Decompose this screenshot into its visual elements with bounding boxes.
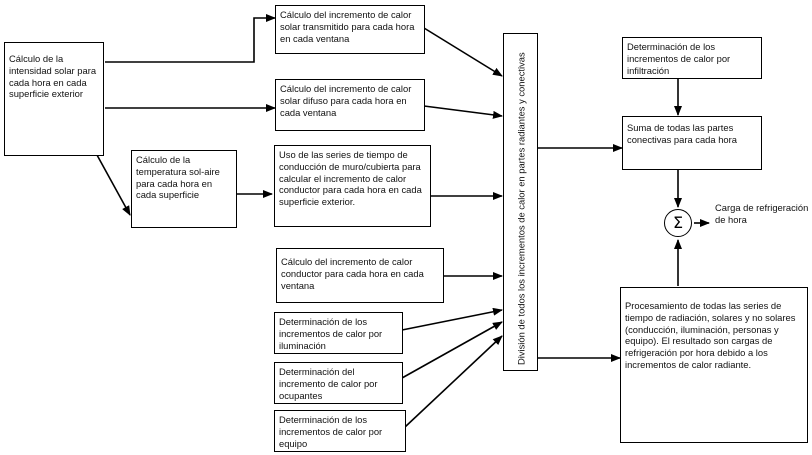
arrow-equipment-to-split: [404, 335, 503, 428]
cooling-load-label: Carga de refrigeración de hora: [715, 202, 811, 226]
arrow-diffuse-to-split: [423, 105, 503, 119]
radiant-processing-box: Procesamiento de todas las series de tie…: [620, 287, 808, 443]
equipment-box: Determinación de los incrementos de calo…: [274, 410, 406, 452]
transmitted-solar-box: Cálculo del incremento de calor solar tr…: [275, 5, 425, 54]
radiant-processing-text: Procesamiento de todas las series de tie…: [625, 300, 796, 370]
diffuse-solar-box: Cálculo del incremento de calor solar di…: [275, 79, 425, 131]
solar-intensity-box: Cálculo de la intensidad solar para cada…: [4, 42, 104, 156]
transmitted-solar-text: Cálculo del incremento de calor solar tr…: [280, 9, 415, 44]
convective-sum-text: Suma de todas las partes conectivas para…: [627, 122, 737, 145]
arrow-solar-to-transmitted: [105, 14, 276, 63]
equipment-text: Determinación de los incrementos de calo…: [279, 414, 383, 449]
convective-sum-box: Suma de todas las partes conectivas para…: [622, 116, 762, 170]
cooling-load-text: Carga de refrigeración de hora: [715, 202, 809, 225]
arrow-transmitted-to-split: [423, 27, 503, 77]
sigma-symbol: Σ: [672, 213, 684, 232]
arrow-lighting-to-split: [401, 307, 503, 331]
sum-node: Σ: [664, 209, 692, 237]
split-radiant-convective-box: División de todos los incrementos de cal…: [503, 33, 538, 371]
wall-conduction-box: Uso de las series de tiempo de conducció…: [274, 145, 431, 227]
sol-air-temperature-text: Cálculo de la temperatura sol-aire para …: [136, 154, 220, 201]
arrow-occupants-to-split: [401, 321, 503, 379]
split-radiant-convective-text: División de todos los incrementos de cal…: [514, 52, 526, 365]
solar-intensity-text: Cálculo de la intensidad solar para cada…: [9, 53, 97, 100]
diffuse-solar-text: Cálculo del incremento de calor solar di…: [280, 83, 412, 118]
infiltration-box: Determinación de los incrementos de calo…: [622, 37, 762, 79]
sol-air-temperature-box: Cálculo de la temperatura sol-aire para …: [131, 150, 237, 228]
window-conduction-text: Cálculo del incremento de calor conducto…: [281, 256, 424, 291]
arrow-solar-to-solair: [96, 154, 131, 216]
lighting-text: Determinación de los incrementos de calo…: [279, 316, 383, 351]
lighting-box: Determinación de los incrementos de calo…: [274, 312, 403, 354]
infiltration-text: Determinación de los incrementos de calo…: [627, 41, 731, 76]
window-conduction-box: Cálculo del incremento de calor conducto…: [276, 248, 444, 303]
occupants-box: Determinación del incremento de calor po…: [274, 362, 403, 404]
wall-conduction-text: Uso de las series de tiempo de conducció…: [279, 149, 422, 208]
occupants-text: Determinación del incremento de calor po…: [279, 366, 378, 401]
